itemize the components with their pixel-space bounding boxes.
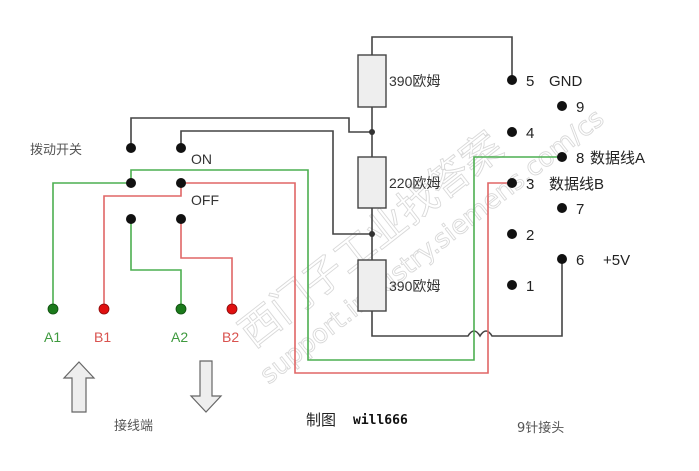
wire-a2 (130, 219, 182, 309)
junction-dot (369, 129, 375, 135)
pin-num: 8 (576, 150, 584, 167)
junction-dot (369, 231, 375, 237)
pin-num: 9 (576, 99, 584, 116)
pin-num: 7 (576, 201, 584, 218)
black-wires (130, 36, 563, 338)
resistor-label: 220欧姆 (389, 175, 440, 191)
terminals-caption: 接线端 (114, 418, 153, 434)
wire-b1 (103, 183, 182, 309)
terminal-label-b1: B1 (94, 329, 111, 345)
credit-author: will666 (353, 413, 408, 428)
arrow-up-icon (62, 361, 96, 413)
pin-num: 4 (526, 125, 534, 142)
arrow-down-icon (189, 360, 223, 413)
pin-1 (507, 280, 517, 290)
pin-num: 1 (526, 278, 534, 295)
switch-contact (176, 143, 186, 153)
pin-desc: 数据线B (549, 176, 604, 193)
pin-num: 6 (576, 252, 584, 269)
pin-8 (557, 152, 567, 162)
pin-9 (557, 101, 567, 111)
terminal-label-a1: A1 (44, 329, 61, 345)
switch-contact (176, 214, 186, 224)
switch-contact (176, 178, 186, 188)
pin-3 (507, 178, 517, 188)
pin-2 (507, 229, 517, 239)
switch-label: 拨动开关 (30, 143, 82, 158)
connector-caption: 9针接头 (517, 420, 564, 436)
terminals: A1 B1 A2 B2 (44, 303, 239, 345)
pin-num: 3 (526, 176, 534, 193)
wire-resistor-to-5v (371, 259, 563, 338)
resistor-r1: 390欧姆 (357, 54, 440, 108)
pin-num: 5 (526, 73, 534, 90)
resistor-label: 390欧姆 (389, 73, 440, 89)
resistor-r3: 390欧姆 (357, 259, 440, 312)
terminal-b1 (98, 303, 110, 315)
wire-switch-on-to-divider-bottom (180, 130, 372, 235)
terminal-label-b2: B2 (222, 329, 239, 345)
wire-data-a (130, 156, 562, 361)
wire-a1 (52, 182, 131, 309)
terminal-label-a2: A2 (171, 329, 188, 345)
wire-resistor-to-gnd (371, 36, 513, 80)
switch-contact (126, 214, 136, 224)
green-wires (52, 156, 562, 361)
terminal-a2 (175, 303, 187, 315)
terminal-a1 (47, 303, 59, 315)
pin-6 (557, 254, 567, 264)
pin-num: 2 (526, 227, 534, 244)
pin-desc: +5V (603, 252, 630, 269)
pin-desc: 数据线A (590, 150, 645, 167)
watermark: 西门子工业找答案 support.industry.siemens.com/cs (231, 103, 611, 391)
switch-contact (126, 143, 136, 153)
wire-switch-common-to-divider-top (130, 117, 372, 148)
wire-data-b (181, 182, 512, 374)
dip-switch: 拨动开关 ON OFF (30, 143, 219, 224)
credit-prefix: 制图 (306, 411, 336, 429)
pin-4 (507, 127, 517, 137)
pin-desc: GND (549, 73, 583, 90)
switch-off-label: OFF (191, 192, 219, 208)
pin-5 (507, 75, 517, 85)
pin-7 (557, 203, 567, 213)
switch-contact (126, 178, 136, 188)
resistor-label: 390欧姆 (389, 278, 440, 294)
terminal-b2 (226, 303, 238, 315)
connector-9pin: 5 GND 9 4 8 数据线A 3 数据线B 7 2 6 +5V 1 (507, 73, 645, 295)
switch-on-label: ON (191, 151, 212, 167)
wire-b2 (180, 219, 233, 309)
resistor-r2: 220欧姆 (357, 156, 440, 209)
red-wires (103, 182, 512, 374)
